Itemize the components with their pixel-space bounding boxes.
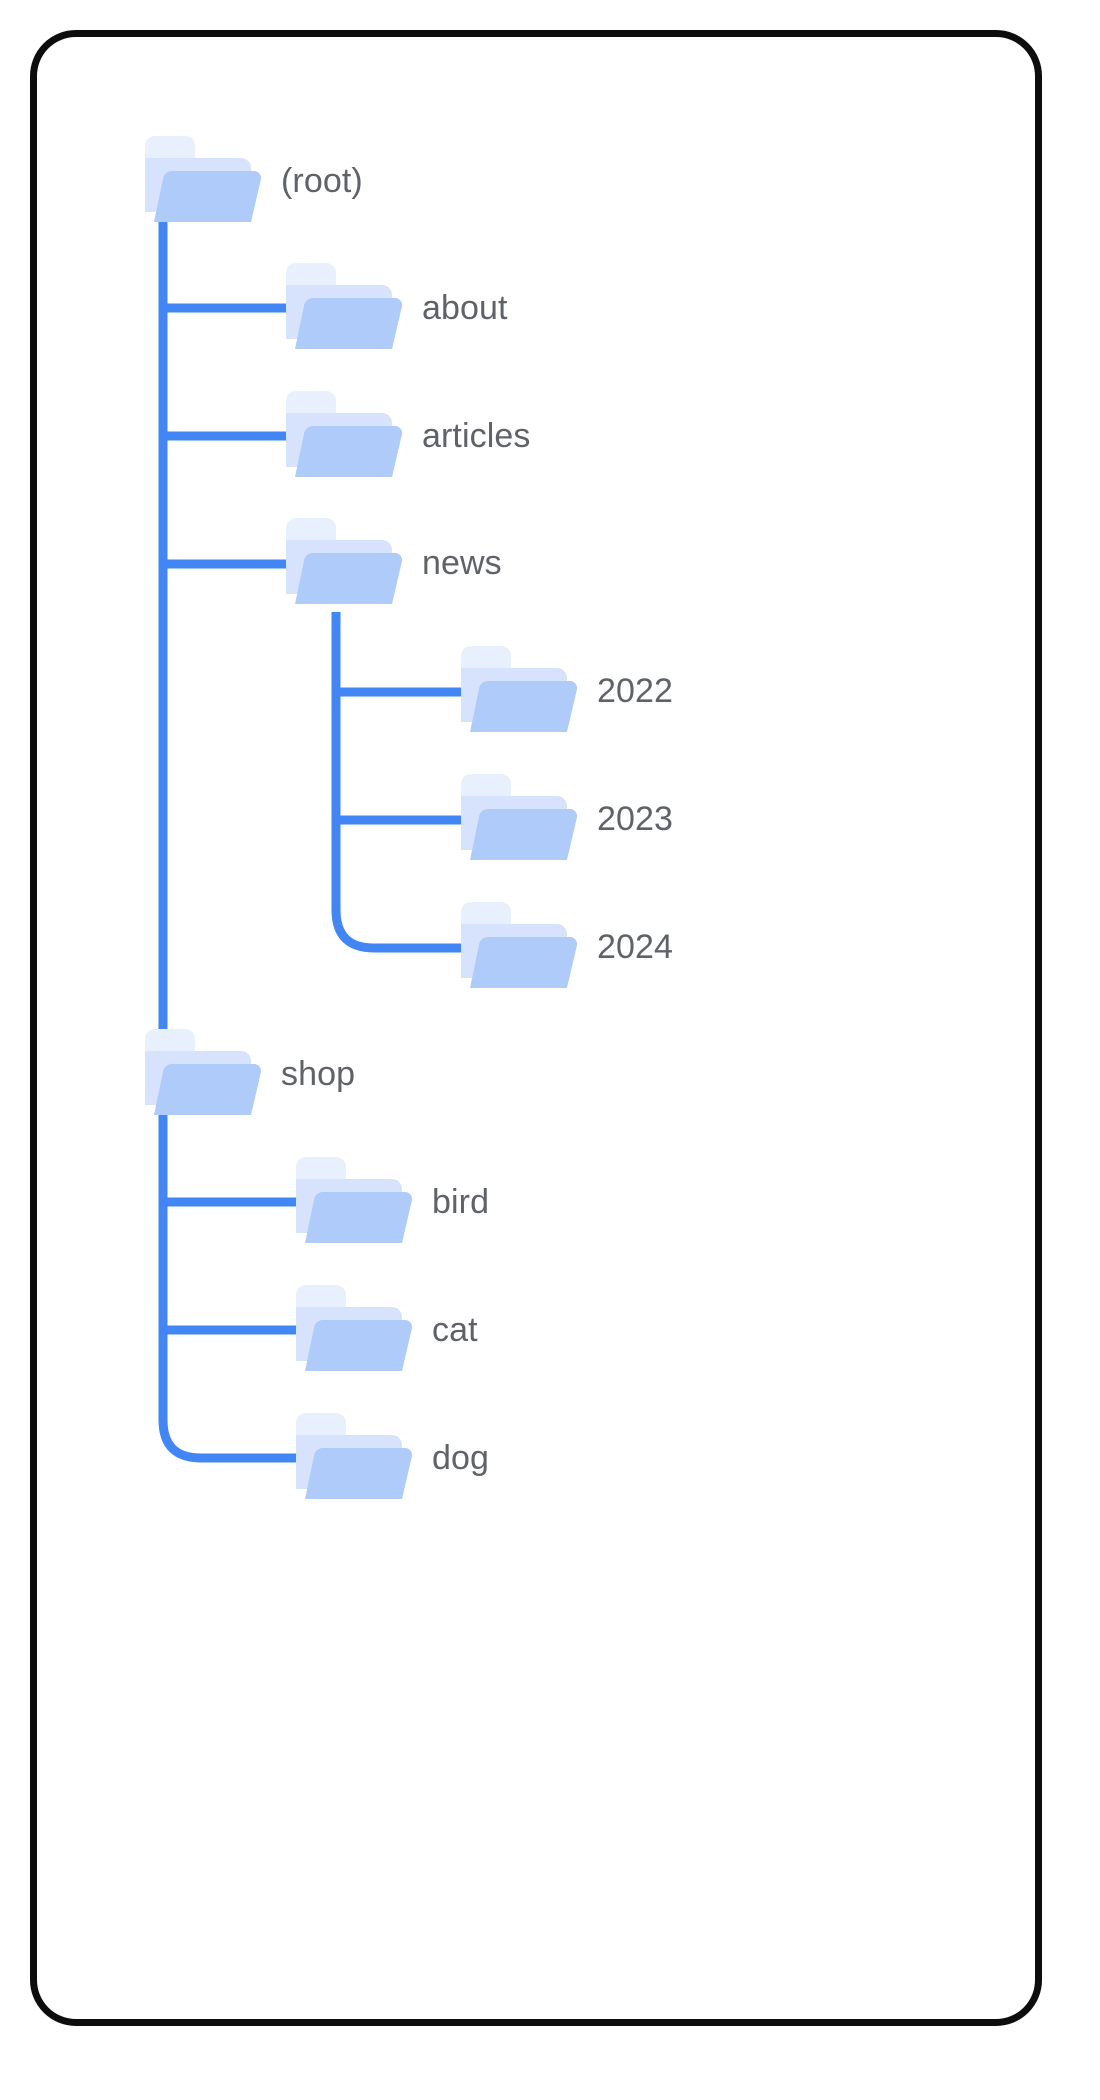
tree-node-articles[interactable]: articles bbox=[282, 387, 531, 485]
folder-icon bbox=[292, 1153, 414, 1251]
tree-node-shop-bird[interactable]: bird bbox=[292, 1153, 489, 1251]
tree-node-news-2023[interactable]: 2023 bbox=[457, 770, 673, 868]
tree-node-label: about bbox=[422, 289, 508, 327]
tree-node-label: articles bbox=[422, 417, 531, 455]
tree-node-news[interactable]: news bbox=[282, 514, 502, 612]
tree-node-label: cat bbox=[432, 1311, 478, 1349]
tree-node-label: (root) bbox=[281, 162, 363, 200]
folder-icon bbox=[292, 1409, 414, 1507]
tree-node-label: dog bbox=[432, 1439, 490, 1477]
tree-connectors bbox=[158, 185, 462, 1463]
edge-news-2024 bbox=[331, 909, 462, 953]
tree-node-news-2024[interactable]: 2024 bbox=[457, 898, 673, 996]
folder-icon bbox=[141, 132, 263, 230]
tree-node-shop-dog[interactable]: dog bbox=[292, 1409, 489, 1507]
tree-node-label: 2023 bbox=[597, 800, 674, 838]
folder-tree: (root) about articles bbox=[37, 37, 1035, 2019]
folder-icon bbox=[282, 387, 404, 485]
folder-icon bbox=[282, 259, 404, 357]
tree-node-label: 2024 bbox=[597, 928, 674, 966]
folder-icon bbox=[141, 1025, 263, 1123]
tree-node-shop[interactable]: shop bbox=[141, 1025, 355, 1123]
tree-node-about[interactable]: about bbox=[282, 259, 508, 357]
folder-icon bbox=[282, 514, 404, 612]
folder-icon bbox=[457, 642, 579, 740]
tree-node-label: news bbox=[422, 544, 502, 582]
tree-node-root[interactable]: (root) bbox=[141, 132, 363, 230]
folder-icon bbox=[292, 1281, 414, 1379]
tree-node-news-2022[interactable]: 2022 bbox=[457, 642, 673, 740]
tree-node-shop-cat[interactable]: cat bbox=[292, 1281, 478, 1379]
tree-node-label: shop bbox=[281, 1055, 356, 1093]
diagram-card: (root) about articles bbox=[30, 30, 1042, 2026]
edge-shop-dog bbox=[158, 1419, 297, 1463]
tree-node-label: bird bbox=[432, 1183, 490, 1221]
folder-icon bbox=[457, 898, 579, 996]
folder-icon bbox=[457, 770, 579, 868]
tree-node-label: 2022 bbox=[597, 672, 674, 710]
